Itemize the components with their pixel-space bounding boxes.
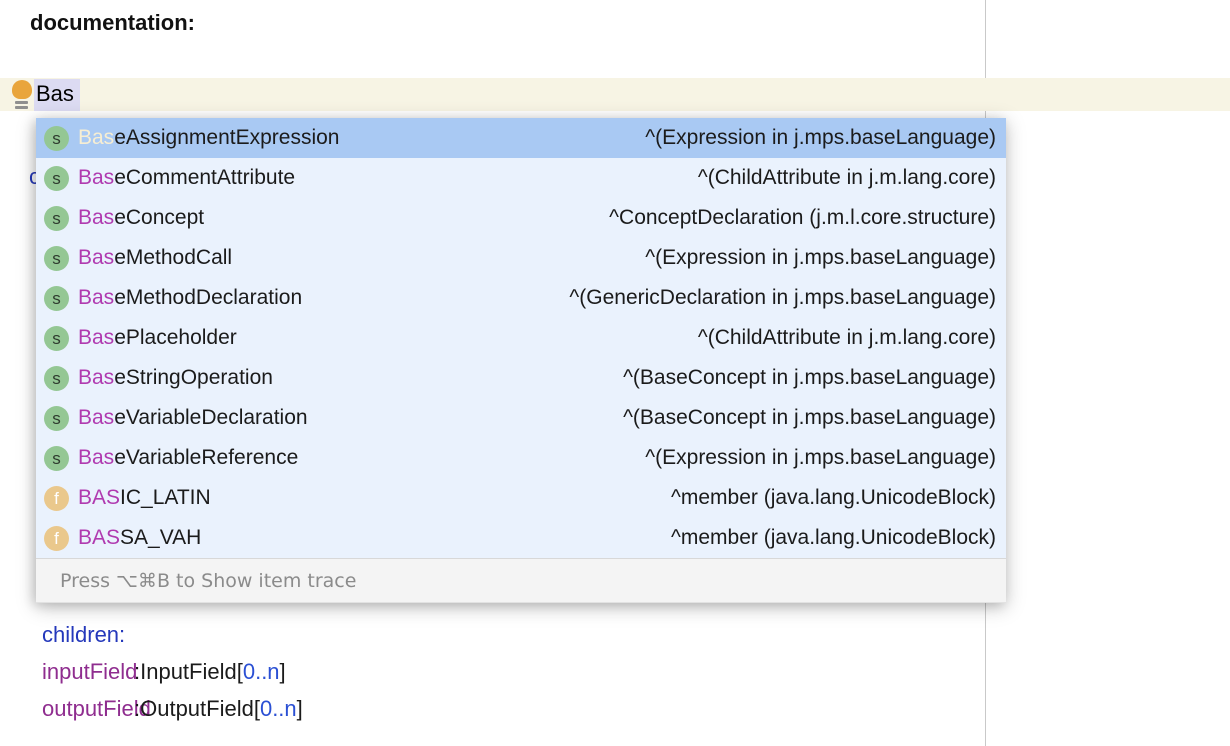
match-prefix: BAS (78, 486, 121, 509)
completion-item[interactable]: s BaseStringOperation ^(BaseConcept in j… (36, 358, 1006, 398)
label-rest: eVariableDeclaration (114, 406, 308, 429)
match-prefix: BAS (78, 526, 121, 549)
completion-item-description: ^member (java.lang.UnicodeBlock) (671, 486, 996, 509)
completion-item-description: ^(ChildAttribute in j.m.lang.core) (697, 326, 996, 349)
completion-popup: s BaseAssignmentExpression ^(Expression … (36, 118, 1006, 603)
match-prefix: Bas (78, 246, 115, 269)
match-prefix: Bas (78, 286, 115, 309)
label-rest: ePlaceholder (114, 326, 237, 349)
partially-hidden-editor-text: c (29, 164, 40, 189)
concept-icon: s (44, 245, 69, 271)
concept-icon: s (44, 365, 69, 391)
completion-item[interactable]: s BaseConcept ^ConceptDeclaration (j.m.l… (36, 198, 1006, 238)
lightbulb-base-line (15, 101, 28, 104)
concept-icon: s (44, 285, 69, 311)
children-section: children: inputField:InputField[0..n] ou… (42, 616, 303, 727)
label-rest: eStringOperation (114, 366, 273, 389)
match-prefix: Bas (78, 326, 115, 349)
children-label[interactable]: children: (42, 622, 126, 647)
current-line-highlight (0, 78, 1230, 111)
completion-item[interactable]: s BaseCommentAttribute ^(ChildAttribute … (36, 158, 1006, 198)
child-link-name[interactable]: inputField (42, 659, 138, 684)
label-rest: eMethodDeclaration (114, 286, 303, 309)
completion-item-description: ^(Expression in j.mps.baseLanguage) (645, 246, 996, 269)
field-icon: f (44, 525, 69, 551)
match-prefix: Bas (78, 206, 115, 229)
label-rest: eConcept (114, 206, 205, 229)
child-link-cardinality[interactable]: 0..n (242, 659, 280, 684)
completion-item[interactable]: s BaseAssignmentExpression ^(Expression … (36, 118, 1006, 158)
completion-item[interactable]: f BASSA_VAH ^member (java.lang.UnicodeBl… (36, 518, 1006, 558)
lightbulb-head (12, 80, 32, 99)
completion-item-label: BaseMethodDeclaration (78, 286, 302, 310)
completion-item-label: BaseVariableDeclaration (78, 406, 308, 430)
completion-item[interactable]: s BaseVariableReference ^(Expression in … (36, 438, 1006, 478)
bracket-close: ] (296, 696, 303, 721)
completion-item-description: ^(BaseConcept in j.mps.baseLanguage) (623, 366, 996, 389)
match-prefix: Bas (78, 406, 115, 429)
match-prefix: Bas (78, 446, 115, 469)
completion-item[interactable]: s BaseMethodDeclaration ^(GenericDeclara… (36, 278, 1006, 318)
completion-item-label: BaseAssignmentExpression (78, 126, 339, 150)
completion-item-label: BasePlaceholder (78, 326, 237, 350)
completion-item-description: ^ConceptDeclaration (j.m.l.core.structur… (609, 206, 996, 229)
concept-icon: s (44, 325, 69, 351)
completion-item-description: ^(ChildAttribute in j.m.lang.core) (697, 166, 996, 189)
label-rest: eVariableReference (114, 446, 299, 469)
completion-item[interactable]: s BasePlaceholder ^(ChildAttribute in j.… (36, 318, 1006, 358)
completion-item[interactable]: f BASIC_LATIN ^member (java.lang.Unicode… (36, 478, 1006, 518)
intention-lightbulb-icon[interactable] (12, 80, 33, 111)
completion-item-label: BASSA_VAH (78, 526, 201, 550)
child-link-type[interactable]: :OutputField[ (134, 696, 260, 721)
completion-item[interactable]: s BaseMethodCall ^(Expression in j.mps.b… (36, 238, 1006, 278)
label-rest: SA_VAH (120, 526, 202, 549)
match-prefix: Bas (78, 126, 115, 149)
field-icon: f (44, 485, 69, 511)
completion-item-description: ^(Expression in j.mps.baseLanguage) (645, 126, 996, 149)
completion-item[interactable]: s BaseVariableDeclaration ^(BaseConcept … (36, 398, 1006, 438)
completion-item-description: ^(Expression in j.mps.baseLanguage) (645, 446, 996, 469)
child-link-name[interactable]: outputField (42, 696, 151, 721)
concept-icon: s (44, 125, 69, 151)
label-rest: eCommentAttribute (114, 166, 296, 189)
completion-item-label: BASIC_LATIN (78, 486, 211, 510)
documentation-label: documentation: (30, 10, 195, 35)
completion-list: s BaseAssignmentExpression ^(Expression … (36, 118, 1006, 558)
bracket-close: ] (279, 659, 286, 684)
child-link-type[interactable]: :InputField[ (134, 659, 243, 684)
completion-item-label: BaseStringOperation (78, 366, 273, 390)
completion-item-label: BaseConcept (78, 206, 204, 230)
label-rest: IC_LATIN (120, 486, 211, 509)
completion-item-description: ^member (java.lang.UnicodeBlock) (671, 526, 996, 549)
label-rest: eMethodCall (114, 246, 233, 269)
label-rest: eAssignmentExpression (114, 126, 340, 149)
completion-footer-hint: Press ⌥⌘B to Show item trace (36, 558, 1006, 603)
concept-icon: s (44, 205, 69, 231)
child-link-row[interactable]: inputField:InputField[0..n] (42, 653, 303, 690)
typed-text-cell[interactable]: Bas (34, 79, 80, 111)
match-prefix: Bas (78, 166, 115, 189)
completion-item-description: ^(BaseConcept in j.mps.baseLanguage) (623, 406, 996, 429)
child-link-row[interactable]: outputField:OutputField[0..n] (42, 690, 303, 727)
completion-item-description: ^(GenericDeclaration in j.mps.baseLangua… (569, 286, 996, 309)
concept-icon: s (44, 405, 69, 431)
child-link-cardinality[interactable]: 0..n (259, 696, 297, 721)
completion-item-label: BaseCommentAttribute (78, 166, 295, 190)
concept-icon: s (44, 165, 69, 191)
match-prefix: Bas (78, 366, 115, 389)
completion-item-label: BaseVariableReference (78, 446, 298, 470)
lightbulb-base-line (15, 106, 28, 109)
concept-icon: s (44, 445, 69, 471)
completion-item-label: BaseMethodCall (78, 246, 232, 270)
